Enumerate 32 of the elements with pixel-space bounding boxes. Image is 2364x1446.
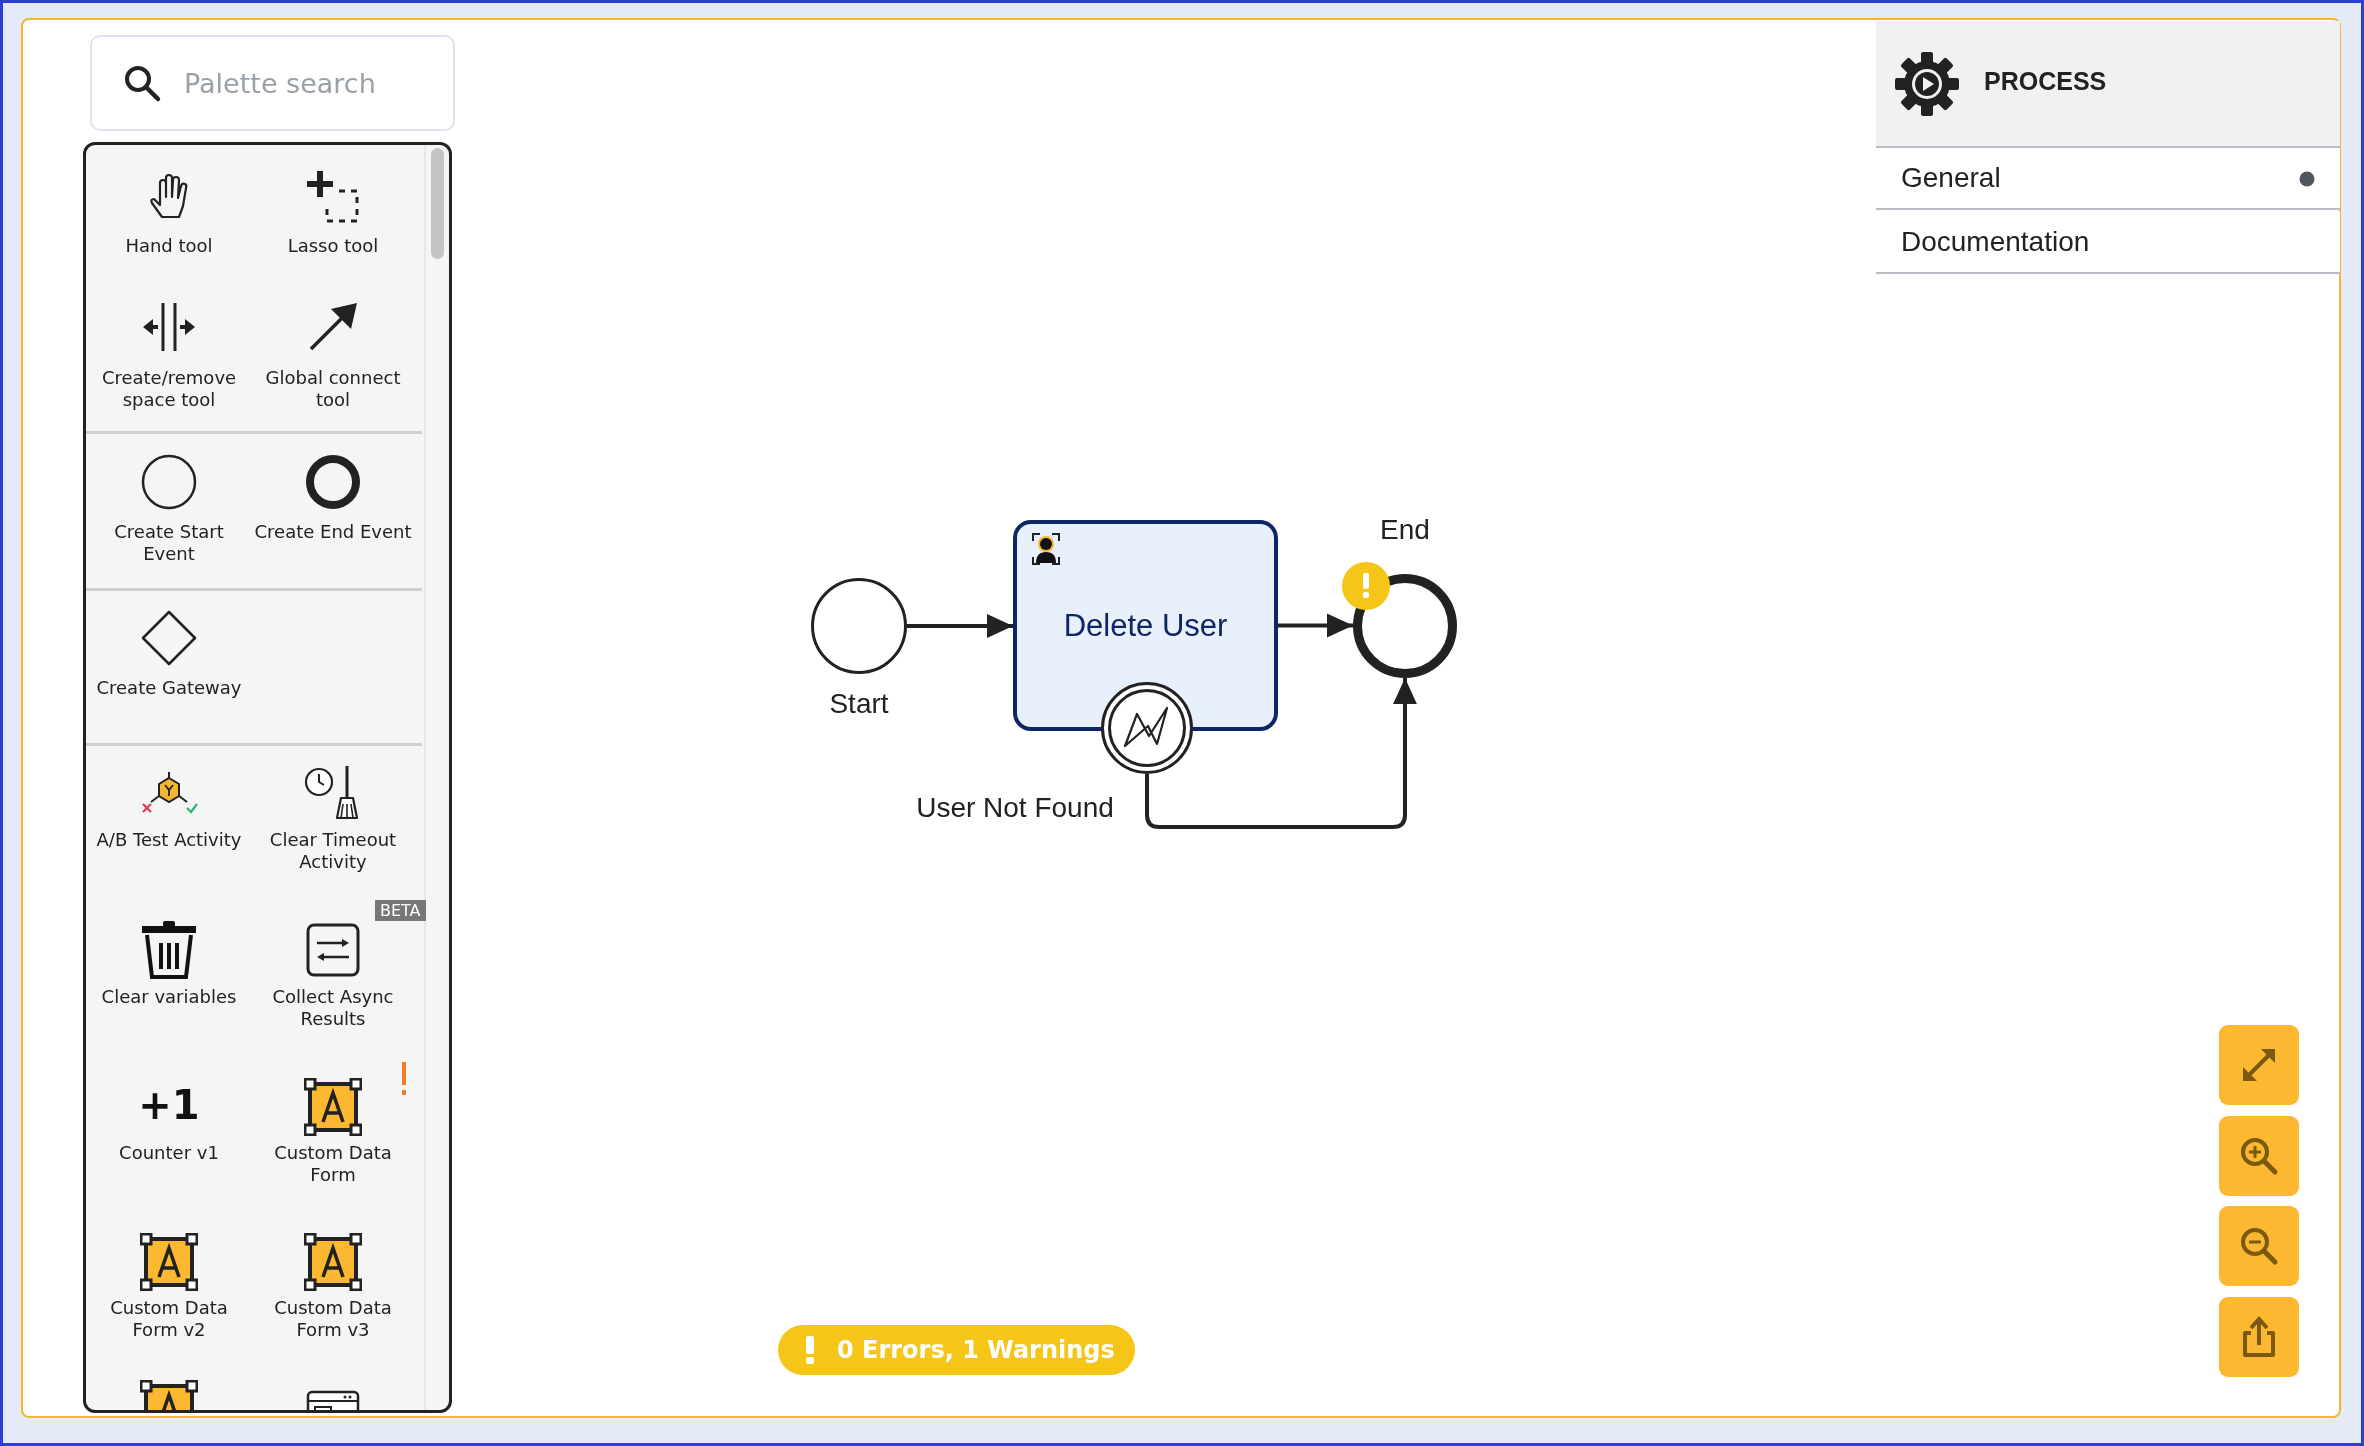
tool-label: Counter v1 [118, 1142, 220, 1164]
sequence-flow-arrow [1278, 613, 1353, 638]
tool-label: Clear variables [100, 986, 238, 1008]
tool-label: Custom Data Form v3 [273, 1297, 393, 1341]
event-label: End [1380, 514, 1430, 546]
tool-label: Global connect tool [264, 367, 402, 411]
lint-status-button: 0 Errors, 1 Warnings [778, 1325, 1135, 1375]
search-field: Palette search [90, 35, 455, 131]
section-header: Documentation [1876, 212, 2340, 274]
tool-label: Lasso tool [286, 235, 380, 257]
task-box [1013, 520, 1278, 731]
task-label: Delete User [1063, 607, 1228, 644]
event-label: Start [829, 688, 889, 720]
event-label: User Not Found [916, 792, 1114, 824]
tool-label: Create Start Event [113, 521, 225, 565]
tool-label: Create End Event [253, 521, 413, 543]
tool-label: Custom Data Form v2 [109, 1297, 229, 1341]
start-event [811, 578, 907, 674]
tool-label: Custom Data Form [273, 1142, 393, 1186]
boundary-event [1101, 682, 1193, 774]
tool-label: Create Gateway [95, 677, 243, 699]
section-header: General [1876, 148, 2340, 210]
tool-label: Clear Timeout Activity [268, 829, 398, 873]
tool-label: Hand tool [124, 235, 214, 257]
panel-title: PROCESS [1984, 67, 2107, 96]
sequence-flow-arrow [907, 614, 1013, 638]
sequence-flow-arrow [1145, 678, 1417, 829]
tool-label: A/B Test Activity [95, 829, 243, 851]
counter-symbol: +1 [137, 1083, 201, 1127]
tool-label: Collect Async Results [271, 986, 395, 1030]
beta-tag: BETA [375, 900, 426, 921]
tool-label: Create/remove space tool [100, 367, 238, 411]
